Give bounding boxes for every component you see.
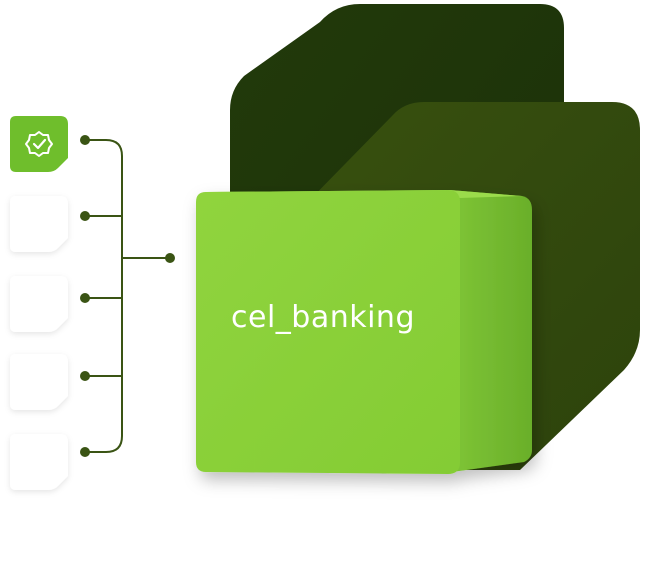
status-tile-empty bbox=[10, 276, 68, 332]
connector-tree bbox=[85, 139, 170, 453]
cube-side-face bbox=[450, 190, 532, 472]
status-tile-empty bbox=[10, 196, 68, 252]
brand-cube bbox=[196, 190, 532, 474]
connector-dot bbox=[80, 371, 90, 381]
connector-dot bbox=[80, 293, 90, 303]
status-tile-empty bbox=[10, 354, 68, 410]
status-tile-empty bbox=[10, 434, 68, 490]
connector-dot bbox=[165, 253, 175, 263]
connector-dot bbox=[80, 211, 90, 221]
connector-dots bbox=[80, 135, 175, 457]
verified-badge-icon bbox=[25, 131, 53, 157]
connector-dot bbox=[80, 135, 90, 145]
connector-dot bbox=[80, 447, 90, 457]
cube-label: cel_banking bbox=[231, 300, 415, 335]
status-tiles bbox=[10, 116, 68, 490]
cube-front-face bbox=[196, 190, 460, 474]
status-tile-active bbox=[10, 116, 68, 172]
